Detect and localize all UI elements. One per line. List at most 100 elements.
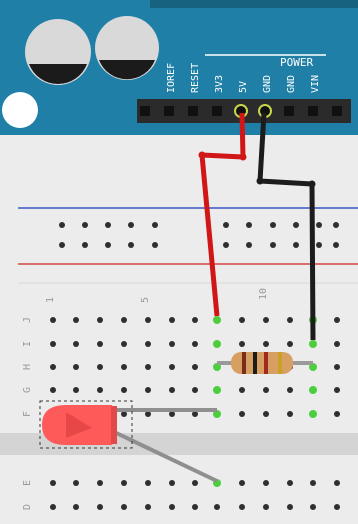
breadboard-hole[interactable] xyxy=(239,480,245,486)
breadboard-hole[interactable] xyxy=(50,504,56,510)
breadboard-hole[interactable] xyxy=(128,242,134,248)
breadboard-hole[interactable] xyxy=(293,222,299,228)
breadboard-hole[interactable] xyxy=(73,480,79,486)
breadboard-hole[interactable] xyxy=(263,480,269,486)
black-wire[interactable] xyxy=(257,112,316,341)
breadboard-hole[interactable] xyxy=(152,242,158,248)
breadboard-hole[interactable] xyxy=(333,242,339,248)
breadboard-hole[interactable] xyxy=(287,480,293,486)
breadboard-hole[interactable] xyxy=(97,317,103,323)
resistor[interactable] xyxy=(217,352,313,374)
breadboard-hole[interactable] xyxy=(334,317,340,323)
breadboard-hole[interactable] xyxy=(97,341,103,347)
breadboard-hole[interactable] xyxy=(334,341,340,347)
breadboard-hole[interactable] xyxy=(214,504,220,510)
breadboard-hole[interactable] xyxy=(239,411,245,417)
breadboard-hole[interactable] xyxy=(73,341,79,347)
breadboard-hole[interactable] xyxy=(192,387,198,393)
breadboard-hole[interactable] xyxy=(145,341,151,347)
breadboard-hole[interactable] xyxy=(192,504,198,510)
breadboard-hole[interactable] xyxy=(293,242,299,248)
breadboard-hole[interactable] xyxy=(334,387,340,393)
breadboard-hole[interactable] xyxy=(192,317,198,323)
breadboard-hole[interactable] xyxy=(287,341,293,347)
breadboard-hole[interactable] xyxy=(169,387,175,393)
breadboard-hole[interactable] xyxy=(333,222,339,228)
breadboard-hole[interactable] xyxy=(105,222,111,228)
breadboard-hole[interactable] xyxy=(73,317,79,323)
breadboard-hole[interactable] xyxy=(121,480,127,486)
breadboard-hole[interactable] xyxy=(145,364,151,370)
breadboard-hole[interactable] xyxy=(59,242,65,248)
breadboard-hole[interactable] xyxy=(263,411,269,417)
breadboard-hole[interactable] xyxy=(310,504,316,510)
breadboard-hole[interactable] xyxy=(287,317,293,323)
breadboard-hole[interactable] xyxy=(50,387,56,393)
breadboard-hole[interactable] xyxy=(287,504,293,510)
breadboard-hole[interactable] xyxy=(239,387,245,393)
breadboard-hole[interactable] xyxy=(169,411,175,417)
breadboard-hole[interactable] xyxy=(50,364,56,370)
breadboard-hole[interactable] xyxy=(121,364,127,370)
breadboard-hole[interactable] xyxy=(223,222,229,228)
breadboard-hole-connected[interactable] xyxy=(309,410,317,418)
breadboard-hole[interactable] xyxy=(287,411,293,417)
breadboard-hole-connected[interactable] xyxy=(213,316,221,324)
breadboard-hole[interactable] xyxy=(152,222,158,228)
breadboard-hole[interactable] xyxy=(145,480,151,486)
breadboard-hole-connected[interactable] xyxy=(213,386,221,394)
breadboard-hole[interactable] xyxy=(121,411,127,417)
breadboard-hole[interactable] xyxy=(50,341,56,347)
breadboard-hole-connected[interactable] xyxy=(309,340,317,348)
breadboard-hole[interactable] xyxy=(121,341,127,347)
breadboard-hole[interactable] xyxy=(334,411,340,417)
breadboard-hole[interactable] xyxy=(145,387,151,393)
breadboard-hole[interactable] xyxy=(334,364,340,370)
breadboard-hole[interactable] xyxy=(73,387,79,393)
breadboard-hole[interactable] xyxy=(121,504,127,510)
breadboard-hole[interactable] xyxy=(169,364,175,370)
breadboard-hole[interactable] xyxy=(73,504,79,510)
breadboard-hole[interactable] xyxy=(97,387,103,393)
breadboard-hole[interactable] xyxy=(334,480,340,486)
breadboard-hole-connected[interactable] xyxy=(213,340,221,348)
breadboard-hole[interactable] xyxy=(121,387,127,393)
breadboard-hole[interactable] xyxy=(316,242,322,248)
breadboard-hole[interactable] xyxy=(192,480,198,486)
breadboard-hole-connected[interactable] xyxy=(309,386,317,394)
breadboard-hole[interactable] xyxy=(145,504,151,510)
breadboard-hole[interactable] xyxy=(192,411,198,417)
breadboard-hole[interactable] xyxy=(82,222,88,228)
breadboard-hole[interactable] xyxy=(287,387,293,393)
breadboard-hole[interactable] xyxy=(263,317,269,323)
breadboard-hole[interactable] xyxy=(270,222,276,228)
breadboard-hole[interactable] xyxy=(59,222,65,228)
breadboard-hole[interactable] xyxy=(192,364,198,370)
breadboard-hole[interactable] xyxy=(145,317,151,323)
breadboard-hole[interactable] xyxy=(263,341,269,347)
breadboard-hole[interactable] xyxy=(97,364,103,370)
breadboard-hole[interactable] xyxy=(145,411,151,417)
breadboard-hole[interactable] xyxy=(121,317,127,323)
breadboard-hole[interactable] xyxy=(334,504,340,510)
breadboard-hole[interactable] xyxy=(97,504,103,510)
breadboard-hole[interactable] xyxy=(50,317,56,323)
resistor-body[interactable] xyxy=(231,352,293,374)
red-wire[interactable] xyxy=(199,112,246,317)
breadboard-hole[interactable] xyxy=(223,242,229,248)
wires[interactable] xyxy=(198,112,316,341)
breadboard-hole[interactable] xyxy=(263,387,269,393)
breadboard-hole[interactable] xyxy=(105,242,111,248)
breadboard-hole[interactable] xyxy=(169,480,175,486)
breadboard-hole[interactable] xyxy=(192,341,198,347)
led[interactable] xyxy=(39,400,218,483)
breadboard-hole[interactable] xyxy=(246,242,252,248)
breadboard-hole[interactable] xyxy=(310,480,316,486)
breadboard-hole[interactable] xyxy=(316,222,322,228)
breadboard-hole[interactable] xyxy=(169,504,175,510)
breadboard-hole[interactable] xyxy=(128,222,134,228)
breadboard-hole[interactable] xyxy=(270,242,276,248)
breadboard-hole[interactable] xyxy=(239,504,245,510)
breadboard-hole[interactable] xyxy=(246,222,252,228)
breadboard-hole[interactable] xyxy=(73,364,79,370)
